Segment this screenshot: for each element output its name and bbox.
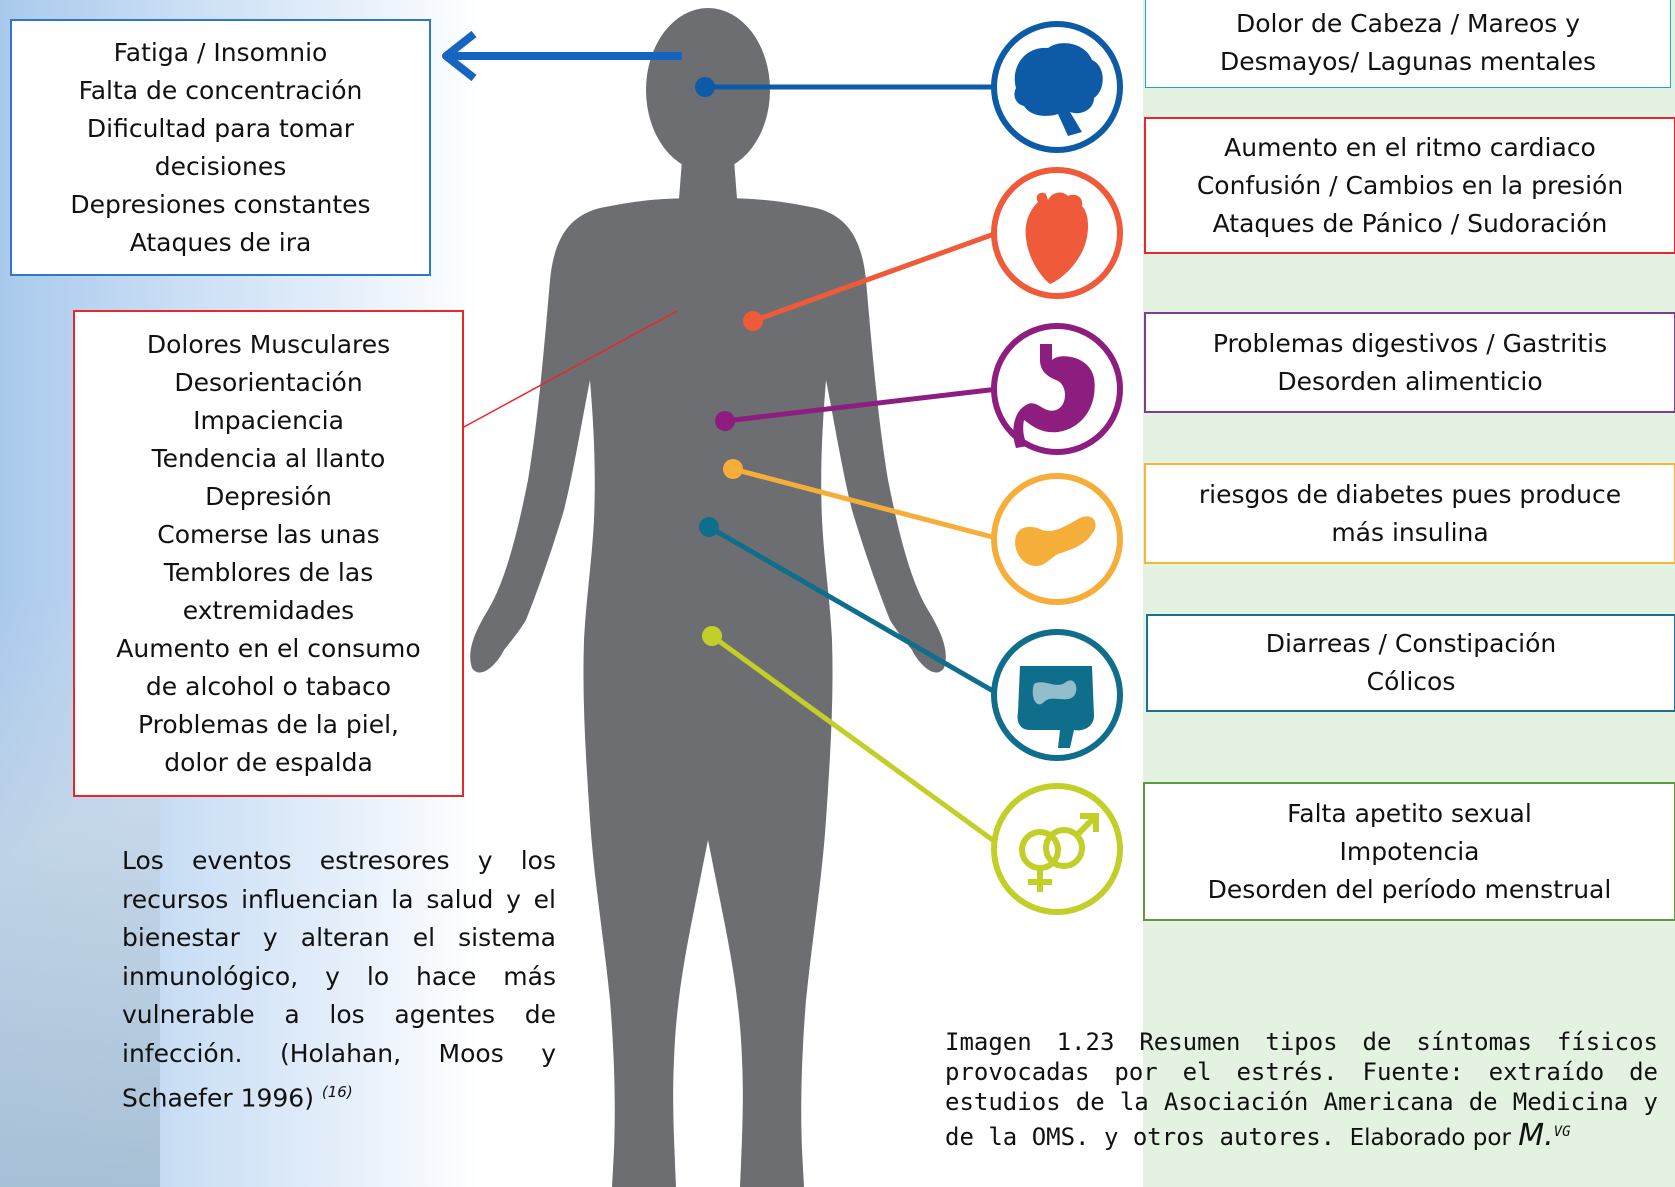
stomach-symptoms-box: Problemas digestivos / Gastritis Desorde… [1144,312,1675,413]
muscular-symptom-line-3: Impaciencia [193,405,344,435]
pancreas-symptom-line-1: riesgos de diabetes pues produce [1198,479,1622,509]
muscular-symptom-line-6: Comerse las unas [157,519,380,549]
brain-symptom-line-1: Dolor de Cabeza / Mareos y [1235,8,1581,38]
muscular-symptom-line-7: Temblores de las [163,557,374,587]
muscular-arrow [439,310,678,441]
muscular-symptom-line-9: Aumento en el consumo [116,633,421,663]
stress-explanation-paragraph: Los eventos estresores y los recursos in… [122,842,556,1118]
stomach-symptom-line-1: Problemas digestivos / Gastritis [1212,328,1608,358]
sexual-symptom-line-1: Falta apetito sexual [1287,798,1532,828]
mental-symptom-line-3: Dificultad para tomar [86,113,355,143]
brain-symptoms-box: Dolor de Cabeza / Mareos y Desmayos/ Lag… [1145,0,1671,88]
heart-connector [752,226,1009,324]
sexual-dot [702,626,722,646]
mental-symptom-line-5: Depresiones constantes [70,189,371,219]
intestine-symptoms-box: Diarreas / Constipación Cólicos [1146,614,1675,712]
paragraph-text: Los eventos estresores y los recursos in… [122,846,556,1113]
muscular-symptom-line-4: Tendencia al llanto [151,443,386,473]
sexual-connector [710,633,1007,852]
muscular-symptom-line-11: Problemas de la piel, [138,709,399,739]
intestine-symptom-line-2: Cólicos [1366,667,1456,696]
heart-symptom-line-2: Confusión / Cambios en la presión [1196,170,1624,200]
intestine-dot [699,517,719,537]
pancreas-connector [732,466,1001,542]
muscular-symptom-line-5: Depresión [205,481,332,511]
muscular-symptom-line-12: dolor de espalda [164,747,373,777]
muscular-symptom-line-8: extremidades [182,595,355,625]
mental-symptom-line-1: Fatiga / Insomnio [113,37,328,67]
caption-author-prefix: Elaborado por [1349,1125,1519,1151]
muscular-symptom-line-1: Dolores Musculares [146,329,391,359]
figure-caption: Imagen 1.23 Resumen tipos de síntomas fí… [945,1027,1658,1153]
intestine-icon [991,629,1123,761]
caption-text: Imagen 1.23 Resumen tipos de síntomas fí… [945,1028,1658,1151]
sexual-symptom-line-2: Impotencia [1339,836,1480,866]
muscular-symptoms-box: Dolores Musculares Desorientación Impaci… [73,310,464,797]
heart-symptoms-box: Aumento en el ritmo cardiaco Confusión /… [1144,117,1675,254]
heart-dot [743,311,763,331]
brain-icon [991,21,1123,153]
pancreas-symptoms-box: riesgos de diabetes pues produce más ins… [1144,463,1675,564]
heart-icon [991,167,1123,299]
stomach-symptom-line-2: Desorden alimenticio [1277,366,1543,396]
gender-icon [991,783,1123,915]
mental-symptom-line-4: decisiones [154,151,287,181]
heart-symptom-line-1: Aumento en el ritmo cardiaco [1224,132,1596,162]
pancreas-symptom-line-2: más insulina [1331,517,1489,547]
muscular-symptom-line-2: Desorientación [174,367,363,397]
caption-author-sup: VG [1553,1124,1571,1140]
mental-symptom-line-2: Falta de concentración [78,75,363,105]
stomach-connector [724,386,999,424]
fatigue-arrowhead [442,30,477,82]
paragraph-reference: (16) [321,1083,353,1101]
mental-symptoms-box: Fatiga / Insomnio Falta de concentración… [10,19,431,276]
heart-symptom-line-3: Ataques de Pánico / Sudoración [1212,208,1608,238]
stomach-icon [991,323,1123,455]
intestine-symptom-line-1: Diarreas / Constipación [1265,629,1557,658]
intestine-connector [707,524,1002,698]
pancreas-dot [723,459,743,479]
caption-author-initial: M. [1518,1118,1554,1153]
mental-symptom-line-6: Ataques de ira [129,227,312,257]
sexual-symptom-line-3: Desorden del período menstrual [1207,874,1612,904]
muscular-symptom-line-10: de alcohol o tabaco [145,671,392,701]
stomach-dot [715,411,735,431]
brain-symptom-line-2: Desmayos/ Lagunas mentales [1220,46,1596,76]
brain-dot [695,77,715,97]
sexual-symptoms-box: Falta apetito sexual Impotencia Desorden… [1143,782,1675,921]
pancreas-icon [991,473,1123,605]
